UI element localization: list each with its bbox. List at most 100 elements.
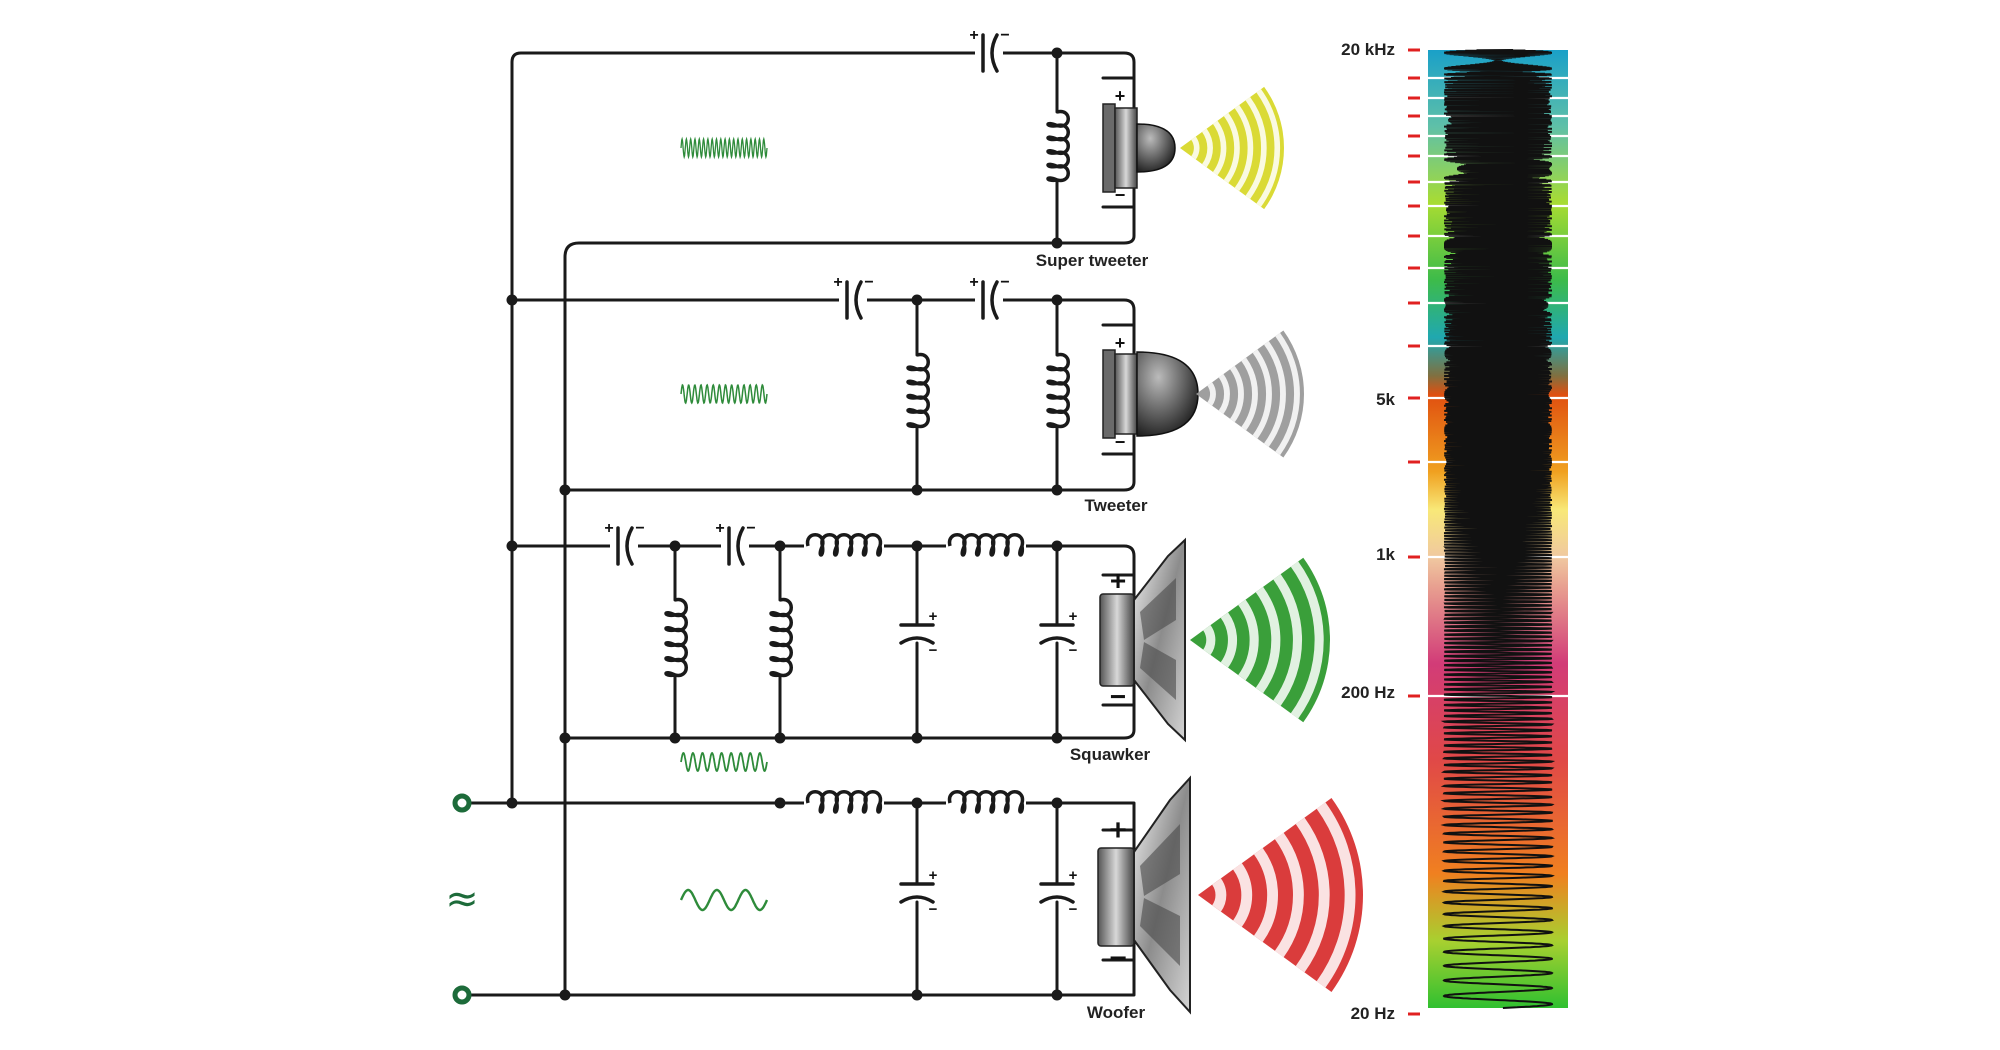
squawker-speaker [1099,537,1186,743]
frequency-ticks [1408,48,1420,1016]
input-terminal-top[interactable] [452,793,472,813]
junction-dot [1051,797,1063,809]
inductor-squawker-shunt-2 [769,597,793,678]
inductor-squawker-series-1 [805,533,883,557]
inductor-super-tweeter [1046,109,1070,183]
junction-dot [506,294,518,306]
squawker-plus: + [1110,565,1126,596]
junction-dot [559,732,571,744]
freq-label-20khz: 20 kHz [1341,40,1395,59]
super-tweeter-minus: − [1115,185,1126,205]
woofer-sound-waves [1198,798,1363,992]
junction-dot [911,989,923,1001]
super-tweeter-plus: + [1115,86,1126,106]
junction-dot [911,540,923,552]
junction-dot [1051,732,1063,744]
inductor-woofer-series-2 [947,790,1025,814]
series-capacitors [616,33,999,566]
capacitor-minus-mark: − [1000,27,1009,44]
capacitor-squawker-4 [1039,623,1075,645]
input-terminal-bottom[interactable] [452,985,472,1005]
junction-dot [911,294,923,306]
capacitor-squawker-1 [616,526,634,566]
tweeter-minus: − [1115,432,1126,452]
capacitor-plus-mark: + [1069,867,1078,884]
junction-dot [1051,294,1063,306]
junction-dot [506,540,518,552]
super-tweeter-speaker [1102,103,1176,193]
tweeter-signal-wave [680,383,768,405]
squawker-minus: − [1110,681,1126,712]
capacitor-plus-mark: + [1069,608,1078,625]
capacitor-minus-mark: − [746,520,755,537]
capacitor-minus-mark: − [635,520,644,537]
inductors [664,109,1070,814]
inductor-tweeter-1 [906,352,930,429]
capacitor-plus-mark: + [969,274,978,291]
capacitor-woofer-1 [899,882,935,904]
capacitor-polarity-marks: +−+−+−+−+−+−+−+−+− [604,27,1077,918]
capacitor-minus-mark: − [864,274,873,291]
freq-label-1k: 1k [1376,545,1395,564]
junction-dot [1051,237,1063,249]
tweeter-label: Tweeter [1085,496,1148,515]
woofer-plus: + [1109,814,1127,847]
inductor-tweeter-2 [1046,352,1070,429]
junction-dot [1051,540,1063,552]
capacitor-plus-mark: + [929,867,938,884]
component-gaps [610,45,1026,814]
super-tweeter-label: Super tweeter [1036,251,1149,270]
capacitor-plus-mark: + [833,274,842,291]
junction-dot [506,797,518,809]
woofer-label: Woofer [1087,1003,1146,1022]
speaker-labels: Super tweeter Tweeter Squawker Woofer [1036,251,1151,1022]
woofer-signal-wave [679,888,769,912]
tweeter-plus: + [1115,333,1126,353]
super-tweeter-sound-waves [1180,86,1284,210]
input-terminals: ≈ [445,793,479,1005]
squawker-signal-wave [680,751,768,773]
junction-dot [911,484,923,496]
capacitor-squawker-2 [727,526,745,566]
sound-waves [1180,86,1363,992]
freq-label-200hz: 200 Hz [1341,683,1395,702]
capacitor-plus-mark: + [969,27,978,44]
junction-dot [669,540,681,552]
tweeter-speaker [1102,349,1199,439]
super-tweeter-signal-wave [680,136,768,160]
inductor-squawker-shunt-1 [664,597,688,678]
junction-dot [774,732,786,744]
junction-dot [669,732,681,744]
capacitor-minus-mark: − [1069,642,1078,659]
junction-dots [506,47,1063,1001]
inductor-woofer-series-1 [805,790,883,814]
junction-dot [911,732,923,744]
woofer-speaker [1097,775,1191,1015]
junction-dot [1051,484,1063,496]
junction-dot [1051,989,1063,1001]
junction-dot [559,484,571,496]
squawker-sound-waves [1190,557,1330,723]
capacitor-plus-mark: + [604,520,613,537]
signal-waveforms [679,136,769,912]
junction-dot [774,797,786,809]
squawker-label: Squawker [1070,745,1151,764]
capacitor-minus-mark: − [929,901,938,918]
junction-dot [559,989,571,1001]
ac-source-symbol: ≈ [445,876,479,922]
junction-dot [1051,47,1063,59]
shunt-capacitors [899,623,1075,904]
capacitor-tweeter-1 [845,280,863,320]
spectrum-sine-wave [1440,49,1556,1009]
frequency-labels: 20 kHz 5k 1k 200 Hz 20 Hz [1341,40,1395,1023]
capacitor-plus-mark: + [715,520,724,537]
capacitor-minus-mark: − [929,642,938,659]
junction-dot [911,797,923,809]
woofer-minus: − [1109,942,1127,975]
capacitor-minus-mark: − [1069,901,1078,918]
circuit-wires [465,51,1136,997]
capacitor-squawker-3 [899,623,935,645]
capacitor-super-tweeter [981,33,999,73]
capacitor-tweeter-2 [981,280,999,320]
